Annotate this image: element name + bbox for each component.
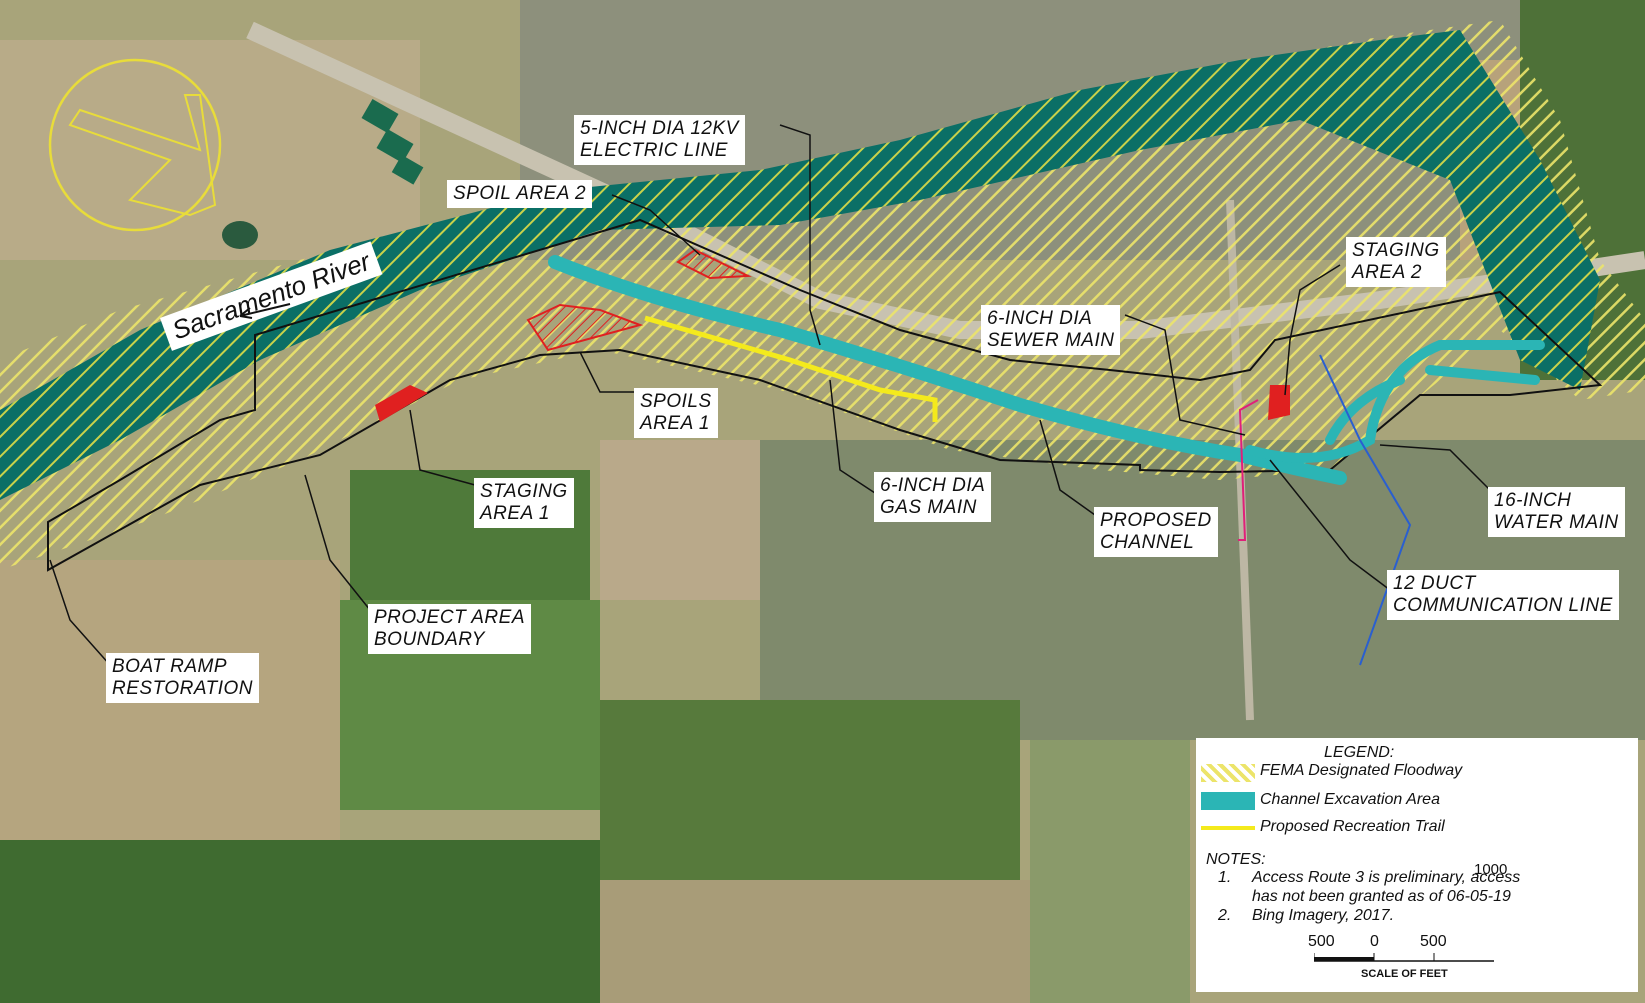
leader-boundary: [304, 474, 371, 611]
note-1-line-a: Access Route 3 is preliminary, access: [1252, 869, 1521, 886]
scale-over-text: 1000: [1474, 861, 1508, 878]
channel-excavation-east: [1245, 340, 1545, 463]
orchard-south: [600, 700, 1020, 890]
legend-title: LEGEND:: [1324, 744, 1395, 761]
legend-channel-swatch: [1201, 792, 1255, 810]
project-area-boundary: [47, 218, 1603, 572]
note-2: Bing Imagery, 2017.: [1252, 907, 1395, 924]
leader-spoils1: [579, 351, 635, 393]
leader-electric: [779, 124, 821, 346]
river-flow-arrow-icon: [239, 303, 291, 319]
pond-3: [391, 154, 424, 185]
staging-area-2: [1268, 385, 1290, 420]
trees-south: [0, 840, 600, 1003]
notes-title: NOTES:: [1206, 851, 1266, 868]
leader-staging1: [409, 409, 476, 486]
scale-left: 500: [1308, 933, 1335, 950]
leader-sewer: [1124, 314, 1246, 436]
legend-item-floodway: FEMA Designated Floodway: [1260, 762, 1463, 779]
legend-item-trail: Proposed Recreation Trail: [1260, 818, 1445, 835]
staging-area-1: [375, 385, 428, 422]
legend-floodway-swatch: [1201, 764, 1255, 782]
water-main-line: [1238, 399, 1259, 541]
scale-title: SCALE OF FEET: [1361, 968, 1448, 980]
legend-item-channel: Channel Excavation Area: [1260, 791, 1440, 808]
label-spoil-area-2: SPOIL AREA 2: [447, 180, 593, 208]
leader-staging2: [1284, 264, 1341, 396]
note-1-number: 1.: [1218, 869, 1232, 886]
pond-4: [222, 221, 258, 249]
spoil-area-1: [526, 303, 644, 352]
note-2-number: 2.: [1218, 907, 1232, 924]
pond-1: [361, 98, 399, 134]
field-southeast: [1030, 740, 1190, 1003]
scale-mid: 0: [1370, 933, 1379, 950]
scale-right: 500: [1420, 933, 1447, 950]
leader-water: [1379, 444, 1491, 491]
scale-bar: [1314, 953, 1494, 962]
recreation-trail: [644, 315, 938, 422]
leader-spoil2: [611, 194, 701, 256]
spoil-area-2: [676, 248, 752, 280]
field-center: [600, 440, 760, 600]
legend-panel: LEGEND: FEMA Designated Floodway Channel…: [1196, 738, 1638, 992]
leader-gas: [829, 379, 879, 496]
site-circle: [48, 58, 222, 232]
channel-excavation: [548, 255, 1347, 485]
note-1-line-b: has not been granted as of 06-05-19: [1252, 888, 1511, 905]
pond-2: [376, 128, 414, 164]
leader-boat: [49, 559, 111, 666]
leader-channel: [1039, 419, 1096, 516]
leader-comm: [1269, 459, 1391, 591]
legend-trail-swatch: [1201, 826, 1255, 830]
site-arrow-shape: [68, 94, 217, 217]
communication-line: [1319, 354, 1412, 666]
